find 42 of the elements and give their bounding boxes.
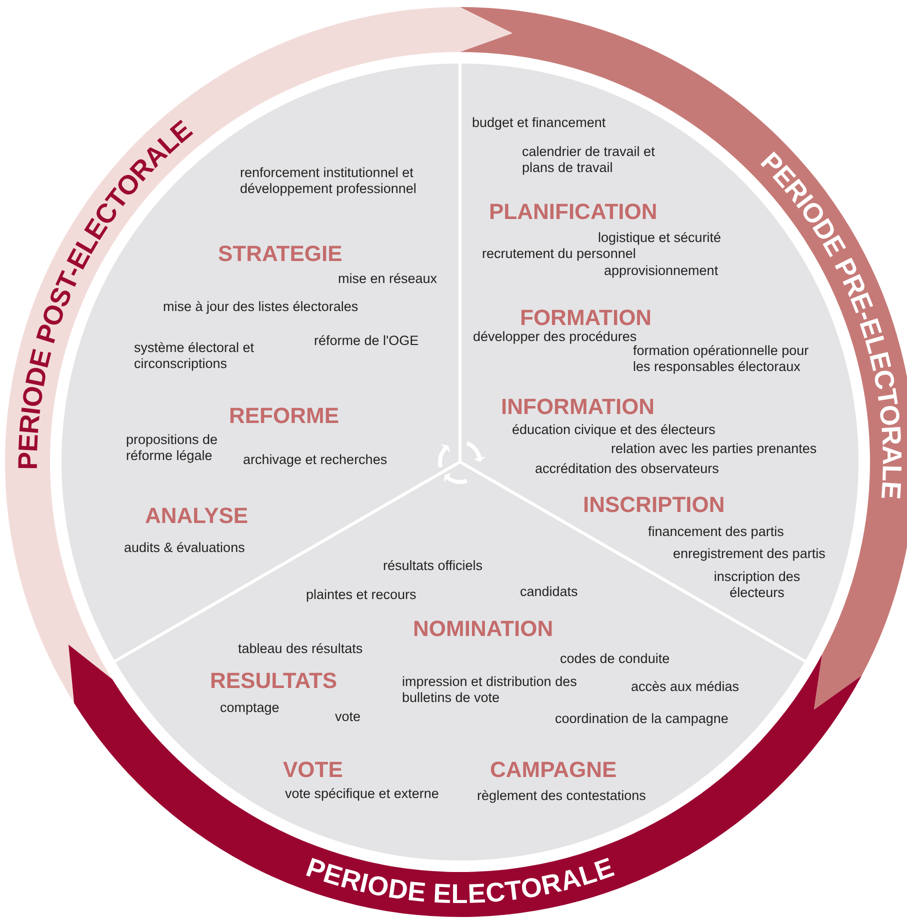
activity-text: tableau des résultats: [238, 641, 363, 657]
activity-text: recrutement du personnel: [482, 246, 636, 262]
activity-text: logistique et sécurité: [598, 230, 722, 246]
period-arrow-band: [68, 644, 862, 917]
activity-text: renforcement institutionnel et développement professionnel: [240, 165, 418, 197]
activity-text: audits & évaluations: [124, 540, 245, 556]
phase-heading: CAMPAGNE: [490, 757, 617, 783]
activity-text: mise en réseaux: [338, 271, 438, 287]
phase-heading: STRATEGIE: [218, 241, 342, 267]
activity-text: financement des partis: [648, 524, 784, 540]
activity-text: développer des procédures: [473, 329, 637, 345]
activity-text: résultats officiels: [383, 558, 483, 574]
activity-text: propositions de réforme légale: [126, 432, 219, 464]
phase-heading: ANALYSE: [145, 503, 248, 529]
activity-text: coordination de la campagne: [555, 711, 728, 727]
activity-text: inscription des électeurs: [712, 569, 802, 601]
phase-heading: NOMINATION: [413, 616, 554, 642]
activity-text: éducation civique et des électeurs: [512, 422, 716, 438]
activity-text: archivage et recherches: [243, 452, 388, 468]
phase-heading: PLANIFICATION: [489, 199, 658, 225]
activity-text: candidats: [520, 584, 578, 600]
activity-text: réforme de l'OGE: [314, 333, 419, 349]
phase-heading: REFORME: [229, 403, 339, 429]
activity-text: plaintes et recours: [306, 587, 416, 603]
phase-heading: FORMATION: [520, 305, 652, 331]
phase-heading: RESULTATS: [210, 668, 338, 694]
activity-text: règlement des contestations: [477, 788, 646, 804]
activity-text: vote spécifique et externe: [285, 786, 439, 802]
activity-text: comptage: [220, 700, 280, 716]
activity-text: approvisionnement: [604, 263, 718, 279]
phase-heading: VOTE: [283, 757, 343, 783]
activity-text: accréditation des observateurs: [535, 461, 719, 477]
activity-text: enregistrement des partis: [673, 546, 826, 562]
activity-text: système électoral et circonscriptions: [134, 340, 256, 372]
activity-text: vote: [335, 709, 361, 725]
activity-text: codes de conduite: [560, 651, 670, 667]
phase-heading: INFORMATION: [501, 394, 655, 420]
activity-text: accès aux médias: [631, 679, 740, 695]
phase-heading: INSCRIPTION: [583, 492, 725, 518]
activity-text: calendrier de travail et plans de travail: [522, 144, 656, 176]
activity-text: budget et financement: [472, 115, 606, 131]
activity-text: impression et distribution des bulletins de vote: [402, 674, 577, 706]
